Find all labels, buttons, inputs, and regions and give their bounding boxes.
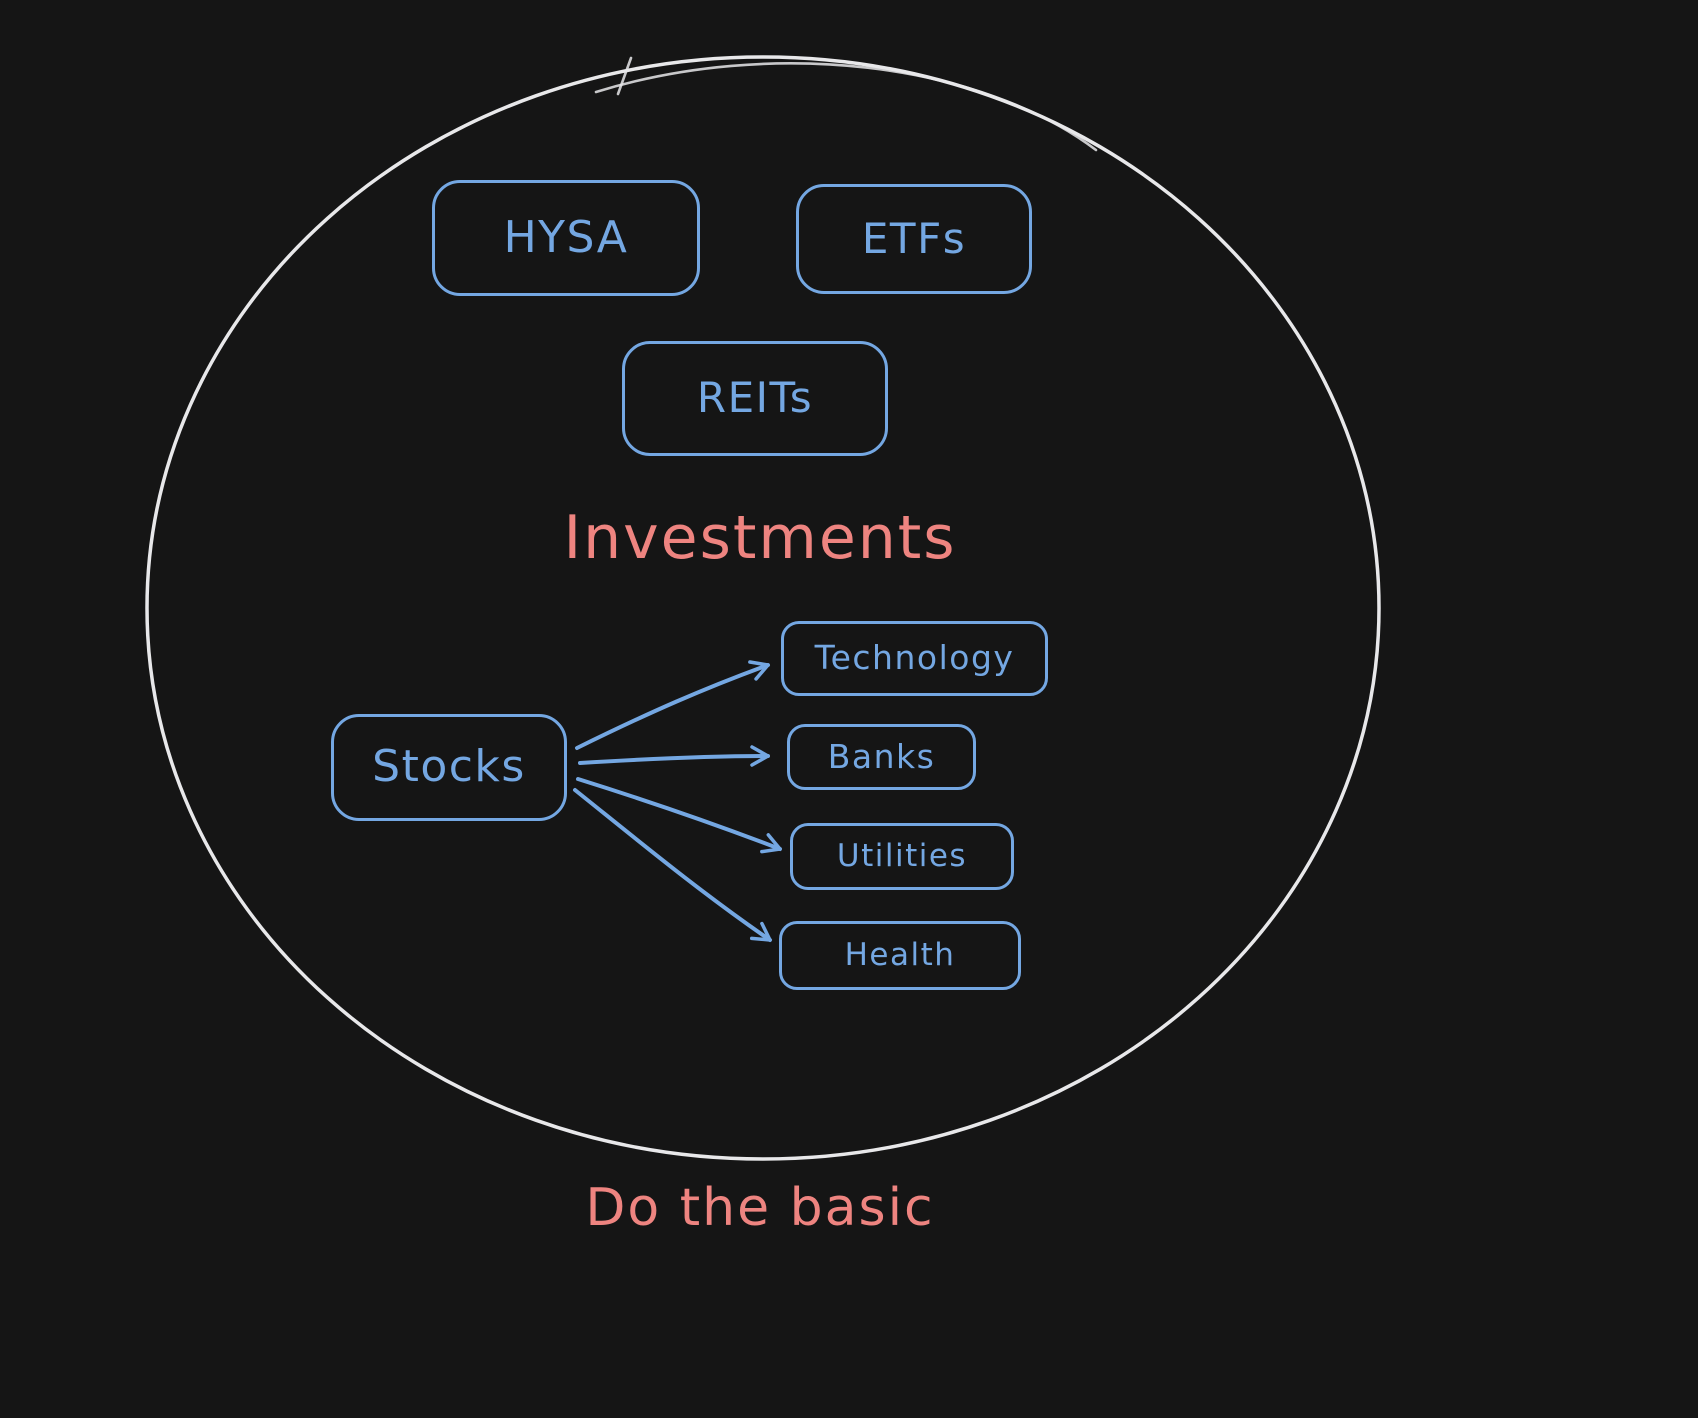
node-reits-label: REITs [696,373,814,422]
node-technology-label: Technology [814,638,1015,677]
node-hysa[interactable]: HYSA [432,180,700,296]
node-stocks[interactable]: Stocks [331,714,567,821]
node-etfs-label: ETFs [861,213,967,263]
arrow-stocks-banks[interactable] [578,745,770,767]
node-reits[interactable]: REITs [622,341,888,456]
node-health[interactable]: Health [779,921,1021,990]
arrow-stocks-technology[interactable] [575,660,770,750]
node-etfs[interactable]: ETFs [796,184,1032,294]
node-utilities-label: Utilities [836,837,968,874]
title-investments[interactable]: Investments [563,503,957,573]
node-hysa-label: HYSA [503,211,629,263]
node-stocks-label: Stocks [372,741,526,792]
node-banks-label: Banks [827,736,936,776]
node-utilities[interactable]: Utilities [790,823,1014,890]
node-banks[interactable]: Banks [787,724,976,790]
ellipse-pen-start-tick [616,56,633,96]
investments-group-ellipse[interactable] [145,55,1381,1161]
node-health-label: Health [844,936,956,973]
arrow-stocks-health[interactable] [573,788,772,942]
arrow-stocks-utilities[interactable] [576,777,782,854]
ellipse-overlap-stroke [594,62,1098,152]
node-technology[interactable]: Technology [781,621,1048,696]
caption-do-the-basic[interactable]: Do the basic [585,1178,935,1238]
